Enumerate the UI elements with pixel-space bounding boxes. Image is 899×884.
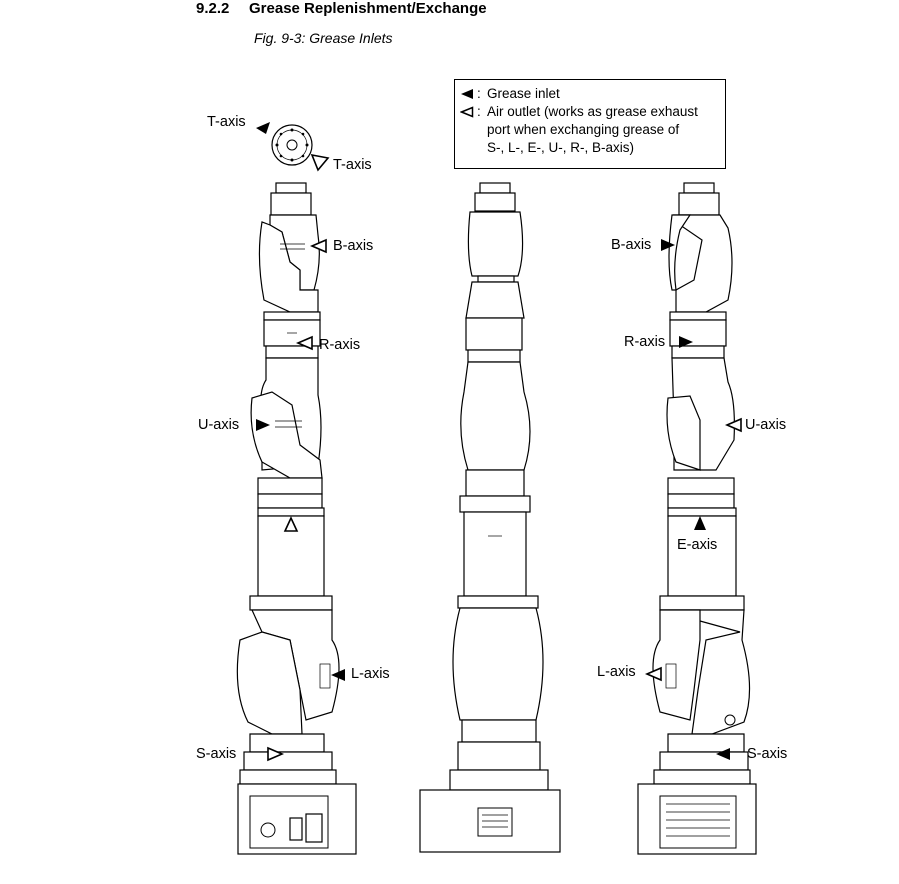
legend-grease-inlet: : Grease inlet: [460, 85, 721, 103]
right-r-axis-inlet-icon: [679, 336, 693, 348]
left-b-axis-outlet-icon: [309, 238, 327, 254]
legend-grease-inlet-text: Grease inlet: [487, 86, 560, 101]
label-right-l-axis: L-axis: [597, 664, 636, 680]
label-t-axis-inlet: T-axis: [207, 114, 246, 130]
right-l-axis-outlet-icon: [644, 666, 662, 682]
label-right-e-axis: E-axis: [677, 537, 718, 553]
right-s-axis-inlet-icon: [716, 748, 730, 760]
section-heading: 9.2.2 Grease Replenishment/Exchange: [196, 0, 487, 17]
left-e-axis-outlet-icon: [283, 516, 299, 532]
label-right-r-axis: R-axis: [624, 334, 666, 350]
label-right-u-axis: U-axis: [745, 417, 787, 433]
right-b-axis-inlet-icon: [661, 239, 675, 251]
center-view-robot: [419, 182, 561, 853]
left-r-axis-outlet-icon: [295, 335, 313, 351]
label-left-b-axis: B-axis: [333, 238, 374, 254]
label-left-r-axis: R-axis: [319, 337, 361, 353]
filled-triangle-icon: [461, 89, 473, 99]
section-number: 9.2.2: [196, 0, 230, 17]
legend-air-outlet-line-3: S-, L-, E-, U-, R-, B-axis): [487, 140, 635, 155]
left-l-axis-inlet-icon: [331, 669, 345, 681]
label-left-u-axis: U-axis: [198, 417, 240, 433]
right-e-axis-inlet-icon: [694, 516, 706, 530]
label-left-s-axis: S-axis: [196, 746, 237, 762]
section-title: Grease Replenishment/Exchange: [249, 0, 487, 17]
right-u-axis-outlet-icon: [724, 417, 742, 433]
legend-air-outlet: : Air outlet (works as grease exhaust po…: [460, 103, 721, 157]
left-u-axis-inlet-icon: [256, 419, 270, 431]
label-t-axis-outlet: T-axis: [333, 157, 372, 173]
left-s-axis-outlet-icon: [267, 746, 285, 762]
right-view-robot: [637, 182, 757, 855]
label-left-l-axis: L-axis: [351, 666, 390, 682]
label-right-s-axis: S-axis: [747, 746, 788, 762]
top-view-flange: [271, 124, 313, 166]
t-axis-outlet-marker-icon: [310, 153, 330, 172]
legend-air-outlet-line-2: port when exchanging grease of: [487, 122, 680, 137]
left-view-robot: [236, 182, 357, 855]
hollow-triangle-icon: [460, 106, 474, 118]
legend-box: : Grease inlet : Air outlet (works as gr…: [454, 79, 726, 169]
figure-caption: Fig. 9-3: Grease Inlets: [254, 30, 393, 46]
label-right-b-axis: B-axis: [611, 237, 652, 253]
legend-air-outlet-line-1: Air outlet (works as grease exhaust: [487, 104, 698, 119]
t-axis-inlet-marker-icon: [256, 122, 270, 134]
